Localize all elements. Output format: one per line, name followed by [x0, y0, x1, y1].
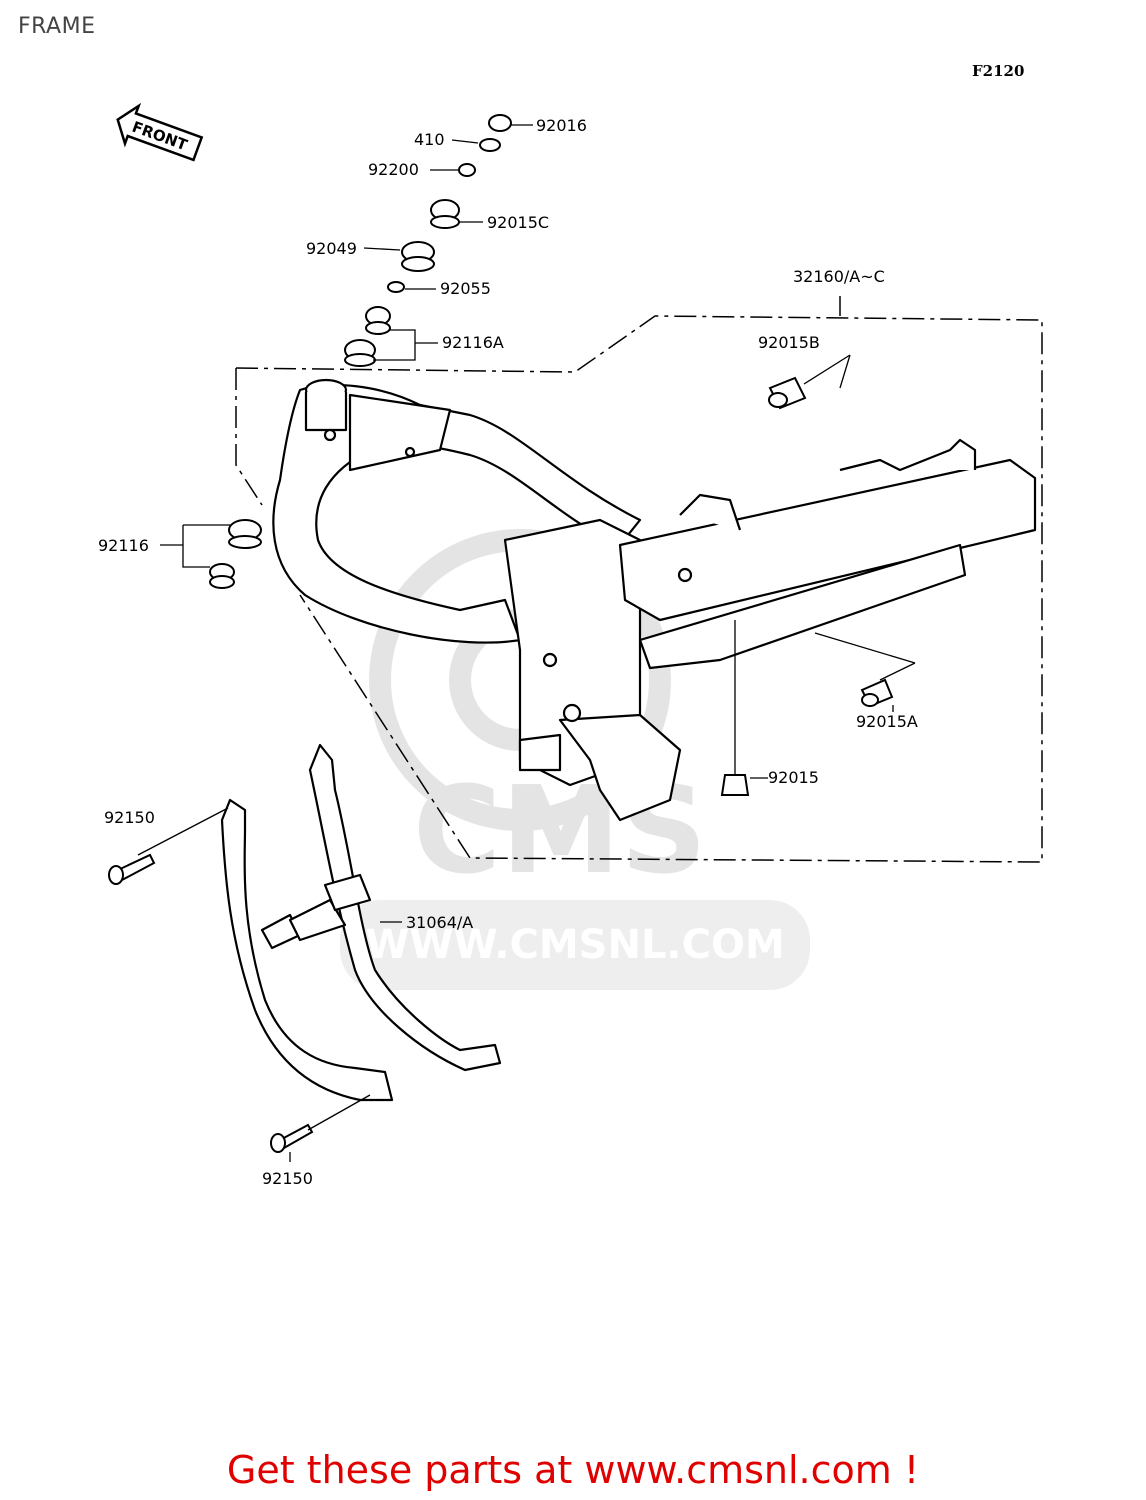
assembly-outline: [235, 296, 1043, 863]
front-arrow: FRONT: [116, 102, 204, 162]
callout-92015a: 92015A: [856, 712, 918, 731]
watermark-text: CMS WWW.CMSNL.COM: [340, 762, 810, 990]
leader-lines: [137, 124, 916, 1162]
callout-92016: 92016: [536, 116, 587, 135]
cta-link[interactable]: Get these parts at www.cmsnl.com !: [226, 1448, 920, 1492]
watermark-url: WWW.CMSNL.COM: [365, 922, 785, 968]
callout-92055: 92055: [440, 279, 491, 298]
main-frame: [272, 378, 1037, 822]
callout-92015: 92015: [768, 768, 819, 787]
parts-diagram: CMS WWW.CMSNL.COM FRONT: [98, 102, 1043, 1188]
callout-92015c: 92015C: [487, 213, 549, 232]
callout-410: 410: [414, 130, 445, 149]
callout-92015b: 92015B: [758, 333, 820, 352]
callout-92049: 92049: [306, 239, 357, 258]
callout-92150-bottom: 92150: [262, 1169, 313, 1188]
callout-92116: 92116: [98, 536, 149, 555]
steering-parts: [209, 114, 512, 589]
callout-92200: 92200: [368, 160, 419, 179]
caps: [720, 376, 894, 796]
callout-31064: 31064/A: [406, 913, 473, 932]
sub-frame: [220, 743, 502, 1102]
callout-92116a: 92116A: [442, 333, 504, 352]
callout-labels: 92016 410 92200 92015C 92049 92055 92116…: [98, 116, 918, 1188]
page-title: FRAME: [18, 14, 96, 39]
callout-92150-top: 92150: [104, 808, 155, 827]
callout-32160: 32160/A~C: [793, 267, 885, 286]
diagram-code: F2120: [972, 62, 1025, 80]
bolts: [108, 853, 314, 1153]
